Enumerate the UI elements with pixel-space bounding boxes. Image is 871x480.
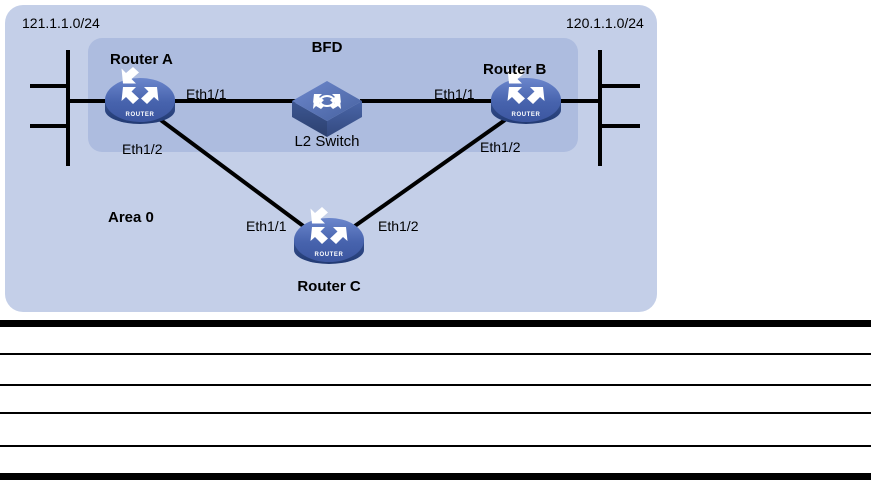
data-table — [0, 320, 871, 480]
table-row — [0, 386, 871, 412]
table-row — [0, 447, 871, 473]
rule-thin — [0, 412, 871, 415]
right-network-label: 120.1.1.0/24 — [566, 15, 644, 31]
switch-arrows-icon — [313, 94, 341, 109]
rule-thin — [0, 352, 871, 356]
bfd-label: BFD — [312, 39, 343, 56]
table-rule — [0, 383, 871, 386]
rule-thick-bottom — [0, 473, 871, 480]
table-rule — [0, 412, 871, 415]
link-router-a-to-router-c — [156, 116, 308, 230]
area0-label: Area 0 — [108, 209, 154, 226]
table-row — [0, 414, 871, 445]
table-rule-top — [0, 320, 871, 327]
iface-router-c-eth1-1-label: Eth1/1 — [246, 218, 287, 234]
table-cell — [0, 386, 871, 412]
table-cell — [0, 447, 871, 473]
device-router-c: ROUTER — [294, 207, 364, 264]
router-b-device-tag: ROUTER — [512, 112, 541, 118]
rule-thin — [0, 383, 871, 386]
table-cell — [0, 355, 871, 383]
network-topology-figure: ROUTER ROUTER ROUTER 121.1.1.0/24 120.1.… — [5, 5, 657, 312]
table-rule — [0, 444, 871, 448]
left-network-bus — [30, 50, 112, 166]
l2-switch-label: L2 Switch — [294, 133, 359, 150]
iface-router-a-eth1-2-label: Eth1/2 — [122, 141, 163, 157]
table-cell — [0, 414, 871, 445]
router-b-label: Router B — [483, 61, 547, 78]
router-c-label: Router C — [297, 278, 361, 295]
rule-thick-top — [0, 320, 871, 327]
table-row — [0, 355, 871, 383]
router-a-device-tag: ROUTER — [126, 112, 155, 118]
iface-router-c-eth1-2-label: Eth1/2 — [378, 218, 419, 234]
table-rule-bottom — [0, 473, 871, 480]
iface-router-b-eth1-1-label: Eth1/1 — [434, 86, 475, 102]
router-c-device-tag: ROUTER — [315, 252, 344, 258]
iface-router-a-eth1-1-label: Eth1/1 — [186, 86, 227, 102]
device-router-a: ROUTER — [105, 67, 175, 124]
link-router-c-to-router-b — [350, 118, 507, 230]
left-network-label: 121.1.1.0/24 — [22, 15, 100, 31]
iface-router-b-eth1-2-label: Eth1/2 — [480, 139, 521, 155]
rule-thin — [0, 444, 871, 448]
table-rule — [0, 352, 871, 356]
device-l2-switch — [292, 81, 362, 137]
table-cell — [0, 327, 871, 353]
device-router-b: ROUTER — [491, 67, 561, 124]
right-network-bus — [556, 50, 640, 166]
router-a-label: Router A — [110, 51, 173, 68]
table-row — [0, 327, 871, 353]
